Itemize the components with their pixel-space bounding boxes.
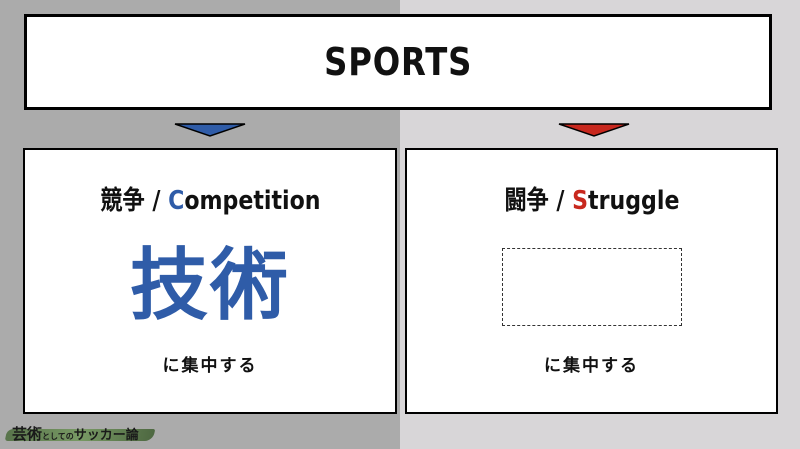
struggle-heading-accent-letter: S [571,186,588,216]
logo-text-part3: サッカー論 [73,428,139,443]
competition-heading-kanji: 競争 / [99,186,168,216]
struggle-heading-rest: truggle [587,186,679,216]
logo-text: 芸術としてのサッカー論 [12,423,139,444]
site-logo: 芸術としてのサッカー論 [4,421,156,447]
struggle-sub-text: に集中する [544,356,639,376]
struggle-heading-kanji: 闘争 / [504,186,572,216]
struggle-panel: 闘争 / Struggle に集中する [405,148,778,414]
struggle-blank-placeholder [502,248,682,326]
competition-panel: 競争 / Competition 技術 に集中する [23,148,397,414]
sports-header-box: SPORTS [24,14,772,110]
competition-heading-rest: ompetition [183,186,321,216]
right-down-arrow-icon [558,123,630,137]
left-down-arrow-icon [174,123,246,137]
competition-sub-text: に集中する [162,356,258,376]
logo-text-part1: 芸術 [12,425,43,443]
competition-heading: 競争 / Competition [25,180,395,217]
logo-text-part2: としての [42,431,74,441]
competition-heading-accent-letter: C [167,186,184,216]
competition-main-word: 技術 [129,241,290,331]
header-title: SPORTS [323,40,473,84]
struggle-heading: 闘争 / Struggle [407,180,776,217]
